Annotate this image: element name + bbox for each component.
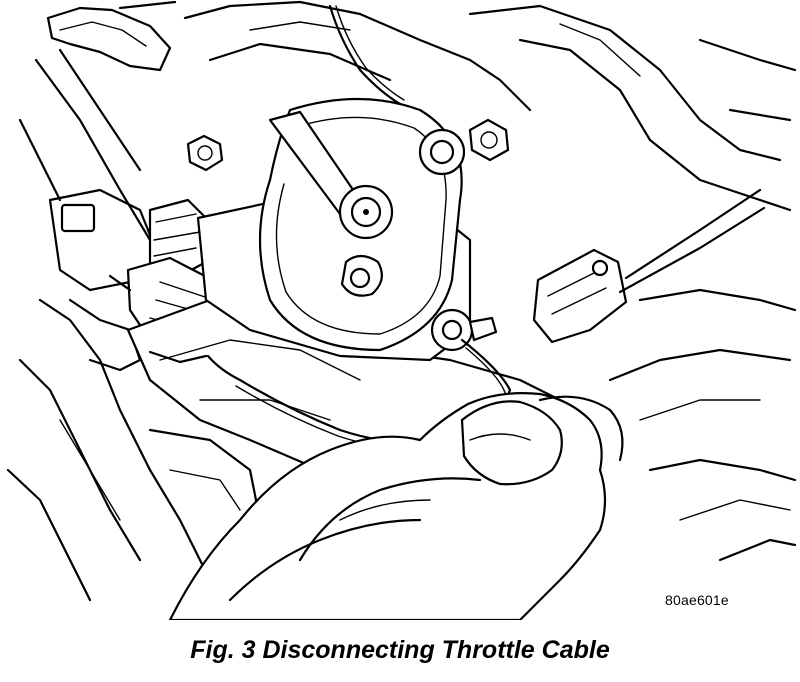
engine-background-structure [6, 0, 797, 602]
sensor-connector-right [532, 188, 766, 344]
throttle-lever-cam [258, 97, 498, 352]
figure-reference-code: 80ae601e [665, 592, 729, 608]
technician-hand [168, 392, 624, 620]
mounting-bolt-left [186, 134, 224, 172]
throttle-body-illustration [6, 0, 797, 620]
figure-caption: Fig. 3 Disconnecting Throttle Cable [190, 636, 610, 664]
mounting-bolt-right [468, 118, 510, 162]
